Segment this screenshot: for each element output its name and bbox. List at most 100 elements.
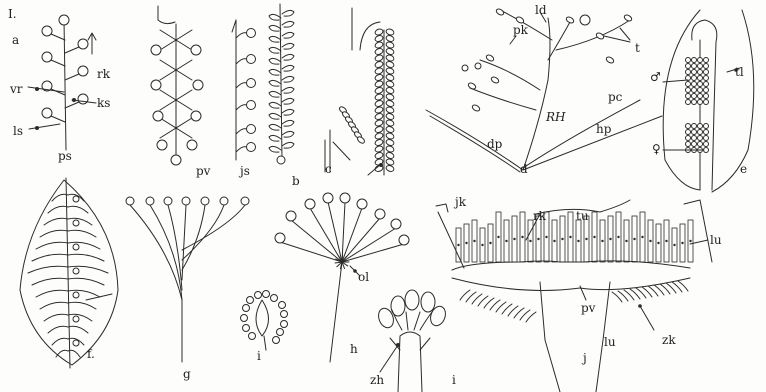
male-flower	[692, 94, 697, 99]
label-female: ♀	[652, 143, 661, 155]
spikelet-right	[385, 35, 394, 43]
flower-circle	[153, 111, 163, 121]
receptacle-bottom	[452, 278, 690, 290]
floret-dot	[585, 238, 587, 240]
stem-top	[158, 6, 175, 24]
pinna-left	[32, 278, 68, 285]
flower-circle	[78, 39, 88, 49]
spikelet-left	[374, 145, 383, 153]
ray-2	[150, 205, 182, 300]
pinna-right	[68, 230, 96, 237]
pinna-right	[68, 326, 88, 333]
floret-dot	[673, 244, 675, 246]
pointer-dot	[353, 269, 357, 273]
pointer-ls	[29, 124, 60, 129]
pinna-left	[48, 326, 68, 333]
ray	[342, 228, 396, 262]
anther	[467, 82, 476, 90]
floret-dot	[521, 236, 523, 238]
floret-dot	[577, 240, 579, 242]
figure-b-catkin	[269, 4, 294, 164]
spikelet-left	[374, 48, 383, 56]
spikelet-right	[385, 145, 394, 153]
spikelet-right	[385, 61, 394, 69]
spikelet-right	[385, 113, 394, 121]
flower-circle	[42, 52, 52, 62]
flower-circle	[399, 235, 409, 245]
floret-dot	[545, 236, 547, 238]
flower-circle	[247, 79, 256, 88]
scale-right	[282, 43, 294, 49]
male-flower	[704, 100, 709, 105]
label-i-bottom: i	[452, 374, 456, 386]
spikelet-right	[385, 158, 394, 166]
flower-circle	[157, 140, 167, 150]
male-flower	[692, 58, 697, 63]
scale-left	[269, 146, 281, 152]
female-flower	[698, 124, 703, 129]
scale-right	[282, 142, 294, 148]
scale-right	[282, 32, 294, 38]
pointer-t	[620, 28, 630, 40]
sorus	[73, 292, 79, 298]
male-flower	[698, 94, 703, 99]
female-flower	[686, 136, 691, 141]
female-flower	[704, 124, 709, 129]
sorus	[73, 220, 79, 226]
scale-left	[269, 80, 281, 86]
flower-circle	[42, 108, 52, 118]
spikelet-right	[385, 80, 394, 88]
male-flower	[704, 58, 709, 63]
floret-dot	[617, 236, 619, 238]
spikelet-right	[385, 67, 394, 75]
main-culm	[523, 18, 550, 170]
flower-circle	[273, 337, 280, 344]
ray	[328, 202, 342, 262]
flower-circle	[340, 193, 350, 203]
label-c: c	[325, 163, 332, 175]
female-flower	[698, 130, 703, 135]
spikelet-left	[374, 87, 383, 95]
stem-outline	[540, 282, 610, 392]
floret-dot	[601, 240, 603, 242]
flower-circle	[247, 143, 256, 152]
spadix-outline	[692, 20, 717, 190]
floret-dot	[609, 238, 611, 240]
figure-d-panicle-sketch	[426, 8, 662, 172]
male-flower	[698, 88, 703, 93]
floret-dot	[641, 236, 643, 238]
label-zk: zk	[662, 334, 676, 346]
spikelet-left	[374, 93, 383, 101]
ray	[310, 208, 342, 262]
label-ol: ol	[358, 271, 369, 283]
flower-circle	[277, 156, 285, 164]
pointer-zh	[380, 345, 398, 372]
spikelet-left	[374, 152, 383, 160]
petal-flower	[421, 292, 435, 312]
flower-circle	[78, 66, 88, 76]
anther	[471, 104, 480, 112]
scale-left	[269, 58, 281, 64]
pinna-left	[28, 266, 68, 273]
label-j: j	[583, 352, 587, 364]
pointer-dot	[35, 126, 39, 130]
branch	[65, 102, 79, 108]
label-pk: pk	[513, 24, 528, 36]
label-male: ♂	[650, 71, 661, 83]
male-flower	[698, 76, 703, 81]
branch	[51, 34, 65, 40]
scale-right	[282, 54, 294, 60]
flower-circle	[241, 315, 248, 322]
spikelet-left	[374, 35, 383, 43]
flower-circle	[375, 209, 385, 219]
label-hp: hp	[596, 123, 611, 135]
spikelet-left	[374, 41, 383, 49]
male-flower	[686, 70, 691, 75]
female-flower	[704, 136, 709, 141]
pinna-right	[68, 278, 104, 285]
male-flower	[704, 88, 709, 93]
spikelet-left	[374, 139, 383, 147]
label-ls: ls	[13, 125, 23, 137]
figure-c-spikelets	[325, 8, 395, 175]
flower-circle	[247, 125, 256, 134]
